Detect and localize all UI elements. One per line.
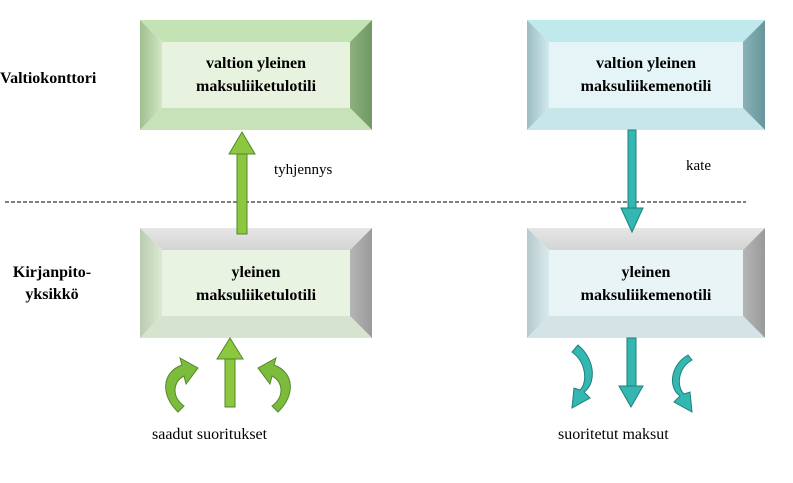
caption-suoritetut-maksut: suoritetut maksut [558, 426, 669, 443]
arrow-down-outgoing [618, 337, 644, 409]
box-bottom-left-line1: yleinen [231, 264, 281, 281]
flow-label-kate: kate [686, 158, 711, 174]
curved-arrow-left-icon [165, 356, 199, 413]
arrow-up-tyhjennys [228, 131, 256, 235]
box-bottom-left-text: yleinen maksuliiketulotili [162, 261, 350, 307]
caption-saadut-suoritukset: saadut suoritukset [152, 426, 268, 443]
box-top-left-line2: maksuliiketulotili [195, 78, 317, 95]
row-label-kirjanpitoyksikko: Kirjanpito- yksikkö [0, 262, 104, 306]
box-bottom-left [140, 228, 372, 338]
box-bottom-right [527, 228, 765, 338]
curved-arrow-teal-left-icon [571, 344, 593, 409]
curved-arrow-teal-right-icon [672, 354, 693, 413]
box-bottom-right-text: yleinen maksuliikemenotili [549, 261, 743, 307]
row-label-line1: Kirjanpito- [12, 264, 92, 281]
curved-arrow-right-icon [257, 356, 291, 413]
box-top-left-line1: valtion yleinen [205, 55, 306, 72]
row-label-valtiokonttori: Valtiokonttori [0, 70, 97, 87]
box-bottom-left-line2: maksuliiketulotili [195, 287, 317, 304]
box-bottom-right-line2: maksuliikemenotili [580, 287, 712, 304]
box-top-right-line1: valtion yleinen [595, 55, 696, 72]
box-bottom-right-line1: yleinen [621, 264, 671, 281]
arrow-up-incoming [216, 337, 244, 408]
flow-label-tyhjennys: tyhjennys [274, 162, 333, 178]
arrow-down-kate [620, 129, 644, 234]
box-top-right-line2: maksuliikemenotili [580, 78, 712, 95]
row-label-line2: yksikkö [25, 286, 79, 303]
box-top-left-text: valtion yleinen maksuliiketulotili [162, 52, 350, 98]
box-top-left [140, 20, 372, 130]
box-top-right-text: valtion yleinen maksuliikemenotili [549, 52, 743, 98]
box-top-right [527, 20, 765, 130]
